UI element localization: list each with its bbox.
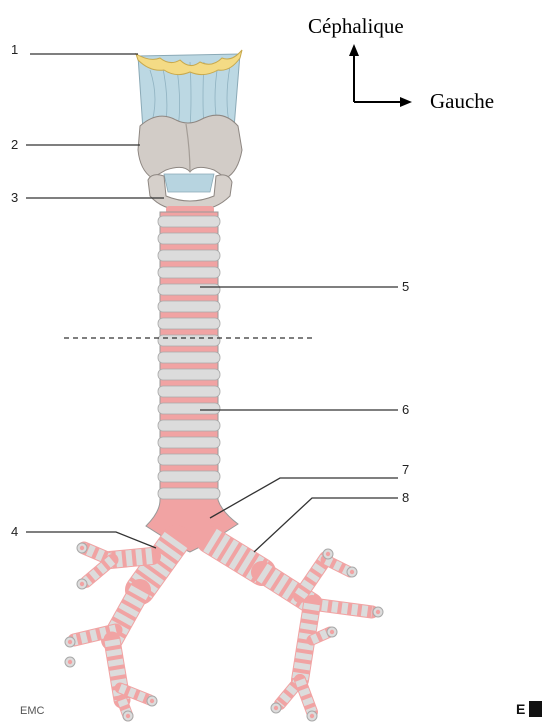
callout-5: 5 xyxy=(402,279,409,294)
bronchus-tip-lumen xyxy=(68,640,72,644)
bronchus-tip-lumen xyxy=(326,552,330,556)
bronchus-tip-lumen xyxy=(376,610,380,614)
right-upper-segment-b xyxy=(86,560,112,582)
tracheal-ring xyxy=(158,267,220,278)
bronchial-tree xyxy=(65,540,383,721)
left-arrow-head xyxy=(400,97,412,107)
larynx xyxy=(136,50,242,214)
left-upper-segment-a xyxy=(326,560,350,572)
tracheal-ring xyxy=(158,318,220,329)
left-lingular-bronchus xyxy=(312,604,372,612)
bronchus-tip-lumen xyxy=(310,714,314,718)
tracheal-ring xyxy=(158,352,220,363)
emc-corner-logo-mark xyxy=(529,701,542,717)
tracheal-ring xyxy=(158,216,220,227)
tracheal-ring xyxy=(158,301,220,312)
tracheal-ring xyxy=(158,250,220,261)
trachea xyxy=(146,212,238,552)
tracheal-ring xyxy=(158,471,220,482)
bronchus-tip-lumen xyxy=(150,699,154,703)
bronchus-tip-lumen xyxy=(350,570,354,574)
tracheal-ring xyxy=(158,335,220,346)
cephalic-arrow-head xyxy=(349,44,359,56)
tracheal-ring xyxy=(158,488,220,499)
bronchus-tip-lumen xyxy=(80,546,84,550)
bronchus-tip-lumen xyxy=(274,706,278,710)
tracheal-ring xyxy=(158,386,220,397)
callout-8: 8 xyxy=(402,490,409,505)
tracheal-ring xyxy=(158,233,220,244)
tracheal-rings xyxy=(158,216,220,499)
tracheal-ring xyxy=(158,437,220,448)
tracheal-ring xyxy=(158,369,220,380)
tracheal-ring xyxy=(158,284,220,295)
tracheal-ring xyxy=(158,454,220,465)
emc-signature-logo: EMC xyxy=(20,705,45,717)
bronchus-tip-lumen xyxy=(126,714,130,718)
callout-2: 2 xyxy=(11,137,18,152)
leader-8 xyxy=(254,498,398,552)
emc-corner-logo: E xyxy=(516,701,525,717)
left-lower-segment-c xyxy=(300,680,312,712)
cricothyroid-membrane xyxy=(164,174,214,192)
tracheal-ring xyxy=(158,420,220,431)
callout-1: 1 xyxy=(11,42,18,57)
bronchus-tip-lumen xyxy=(80,582,84,586)
trachea-body xyxy=(146,212,238,552)
callout-6: 6 xyxy=(402,402,409,417)
callout-4: 4 xyxy=(11,524,18,539)
callout-7: 7 xyxy=(402,462,409,477)
tracheal-ring xyxy=(158,403,220,414)
orientation-compass: Céphalique Gauche xyxy=(308,14,494,113)
callout-3: 3 xyxy=(11,190,18,205)
bronchus-tip-lumen xyxy=(68,660,72,664)
left-label: Gauche xyxy=(430,89,494,113)
cephalic-label: Céphalique xyxy=(308,14,404,38)
bronchus-tip-lumen xyxy=(330,630,334,634)
